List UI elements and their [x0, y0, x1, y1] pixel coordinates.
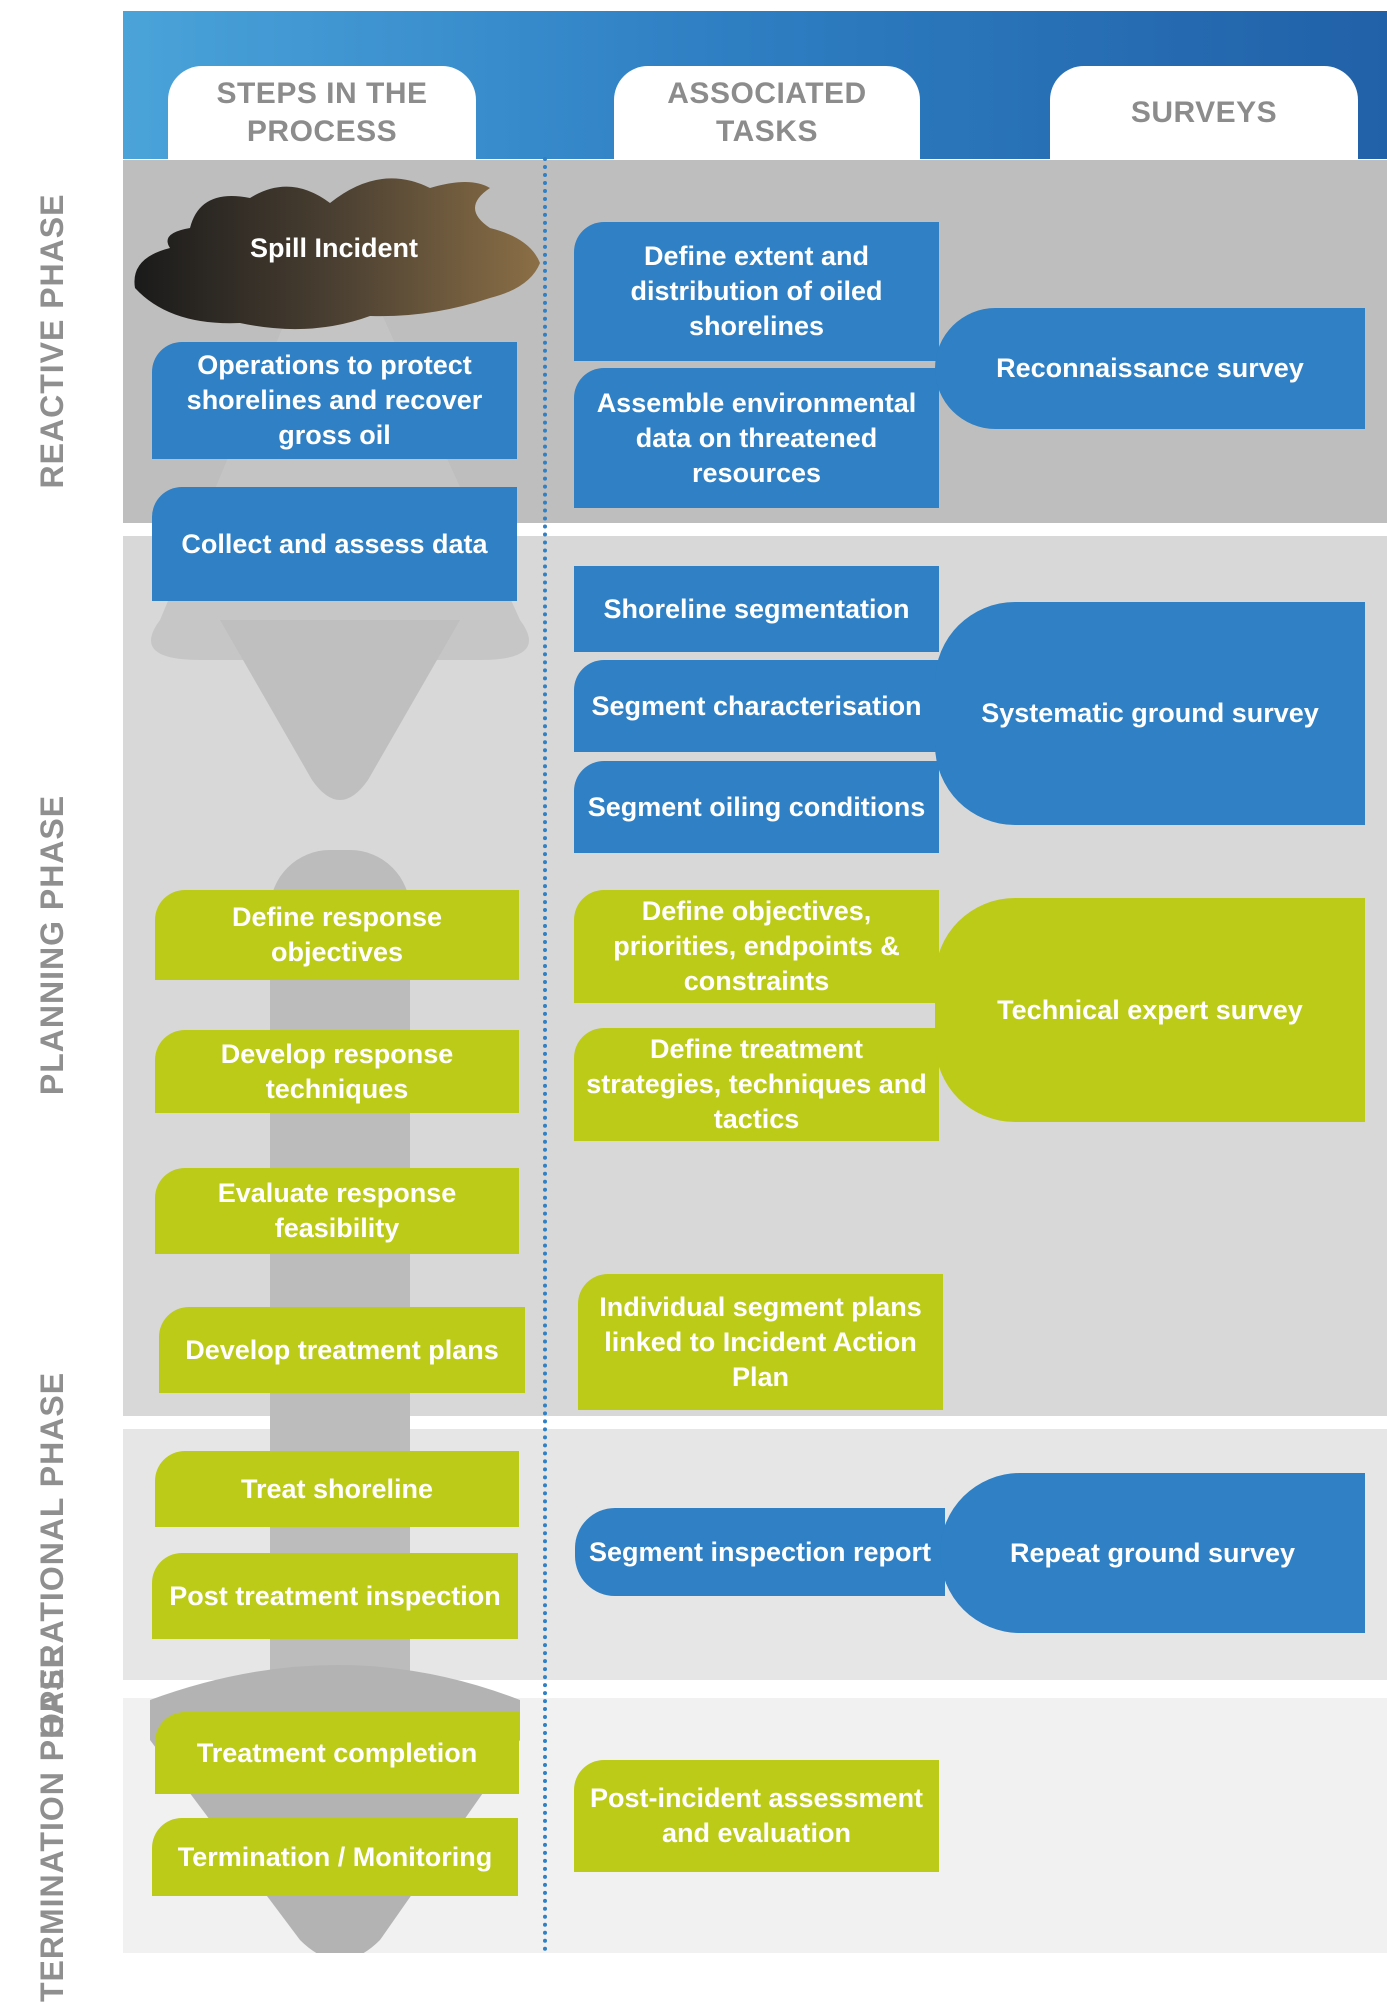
- step-spill-incident: Spill Incident: [249, 232, 418, 263]
- header-steps: STEPS IN THE PROCESS: [168, 66, 476, 160]
- step-protect-shorelines: Operations to protect shorelines and rec…: [152, 342, 517, 459]
- step-termination-monitoring: Termination / Monitoring: [152, 1818, 518, 1896]
- task-segment-oiling-conditions: Segment oiling conditions: [574, 761, 939, 853]
- survey-systematic-ground: Systematic ground survey: [935, 602, 1365, 825]
- step-define-response-objectives: Define response objectives: [155, 890, 519, 980]
- task-define-extent: Define extent and distribution of oiled …: [574, 222, 939, 361]
- band-divider: [123, 1689, 1387, 1692]
- task-segment-characterisation: Segment characterisation: [574, 660, 939, 752]
- step-treat-shoreline: Treat shoreline: [155, 1451, 519, 1527]
- step-collect-assess-data: Collect and assess data: [152, 487, 517, 601]
- task-segment-inspection-report: Segment inspection report: [575, 1508, 945, 1596]
- task-define-objectives: Define objectives, priorities, endpoints…: [574, 890, 939, 1003]
- header-surveys: SURVEYS: [1050, 66, 1358, 160]
- survey-reconnaissance: Reconnaissance survey: [935, 308, 1365, 429]
- step-treatment-completion: Treatment completion: [155, 1712, 519, 1794]
- phase-label-termination: TERMINATION PHASE: [34, 1646, 70, 2002]
- task-shoreline-segmentation: Shoreline segmentation: [574, 566, 939, 652]
- phase-label-reactive: REACTIVE PHASE: [34, 193, 70, 489]
- task-define-treatment-strategies: Define treatment strategies, techniques …: [574, 1028, 939, 1141]
- step-evaluate-feasibility: Evaluate response feasibility: [155, 1168, 519, 1254]
- survey-repeat-ground: Repeat ground survey: [940, 1473, 1365, 1633]
- task-individual-segment-plans: Individual segment plans linked to Incid…: [578, 1274, 943, 1410]
- step-develop-response-techniques: Develop response techniques: [155, 1030, 519, 1113]
- column-divider: [543, 157, 547, 1953]
- phase-label-planning: PLANNING PHASE: [34, 794, 70, 1096]
- survey-technical-expert: Technical expert survey: [935, 898, 1365, 1122]
- step-develop-treatment-plans: Develop treatment plans: [159, 1307, 525, 1393]
- band-divider: [123, 529, 1387, 532]
- step-post-treatment-inspection: Post treatment inspection: [152, 1553, 518, 1639]
- band-divider: [123, 1422, 1387, 1425]
- task-assemble-environmental-data: Assemble environmental data on threatene…: [574, 368, 939, 508]
- task-post-incident-assessment: Post-incident assessment and evaluation: [574, 1760, 939, 1872]
- header-tasks: ASSOCIATED TASKS: [614, 66, 920, 160]
- oil-spill-icon: [134, 178, 540, 330]
